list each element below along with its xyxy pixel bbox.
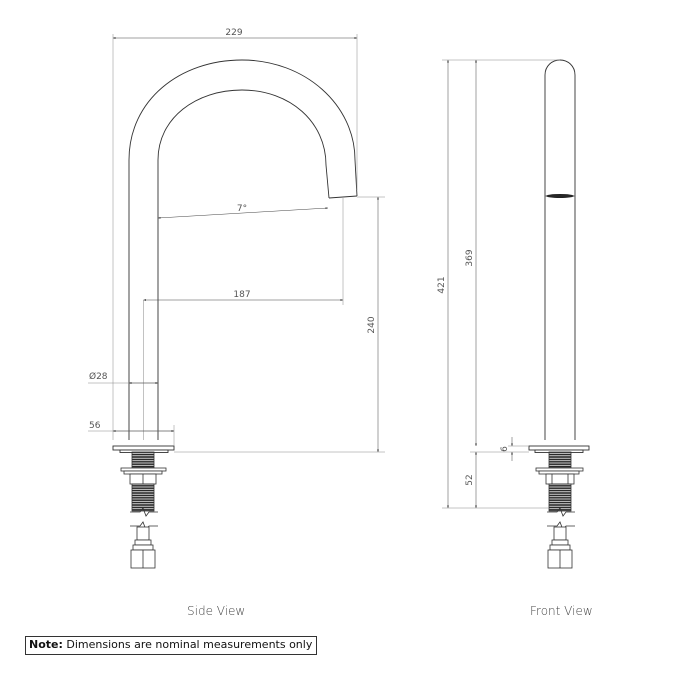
dim-spout-reach — [143, 198, 344, 305]
dim-base-diameter-label: 56 — [89, 421, 101, 431]
dim-body-diameter-label: Ø28 — [89, 371, 108, 382]
dim-outlet-angle — [157, 207, 329, 219]
side-view-shank — [120, 451, 167, 569]
dim-overall-reach — [112, 34, 358, 440]
dim-max-deck-thickness-label: 52 — [465, 474, 475, 485]
dim-outlet-height-label: 240 — [367, 316, 377, 333]
front-view-body — [544, 59, 576, 440]
dim-spout-reach-label: 187 — [233, 290, 250, 300]
side-view: 229 7° 187 240 Ø28 56 — [88, 28, 385, 569]
note-box: Note: Dimensions are nominal measurement… — [25, 636, 318, 655]
front-view: 421 369 6 52 — [437, 59, 590, 569]
front-view-label: Front View — [530, 604, 593, 618]
dim-overall-height — [442, 59, 560, 509]
dim-overall-reach-label: 229 — [225, 28, 242, 38]
dim-base-diameter — [88, 425, 175, 446]
dim-outlet-angle-label: 7° — [237, 204, 247, 214]
front-view-shank — [535, 451, 584, 569]
dim-overall-height-label: 421 — [437, 276, 447, 293]
dim-outlet-height — [174, 196, 385, 453]
dim-base-thickness — [470, 437, 529, 461]
side-view-label: Side View — [187, 604, 246, 618]
side-view-spout-outline — [128, 59, 358, 440]
dim-body-height-label: 369 — [465, 249, 475, 266]
side-view-base — [112, 445, 175, 453]
front-view-base — [528, 445, 590, 453]
dim-base-thickness-label: 6 — [500, 446, 510, 452]
note-prefix: Note: — [29, 638, 63, 651]
note-text: Dimensions are nominal measurements only — [66, 638, 313, 651]
